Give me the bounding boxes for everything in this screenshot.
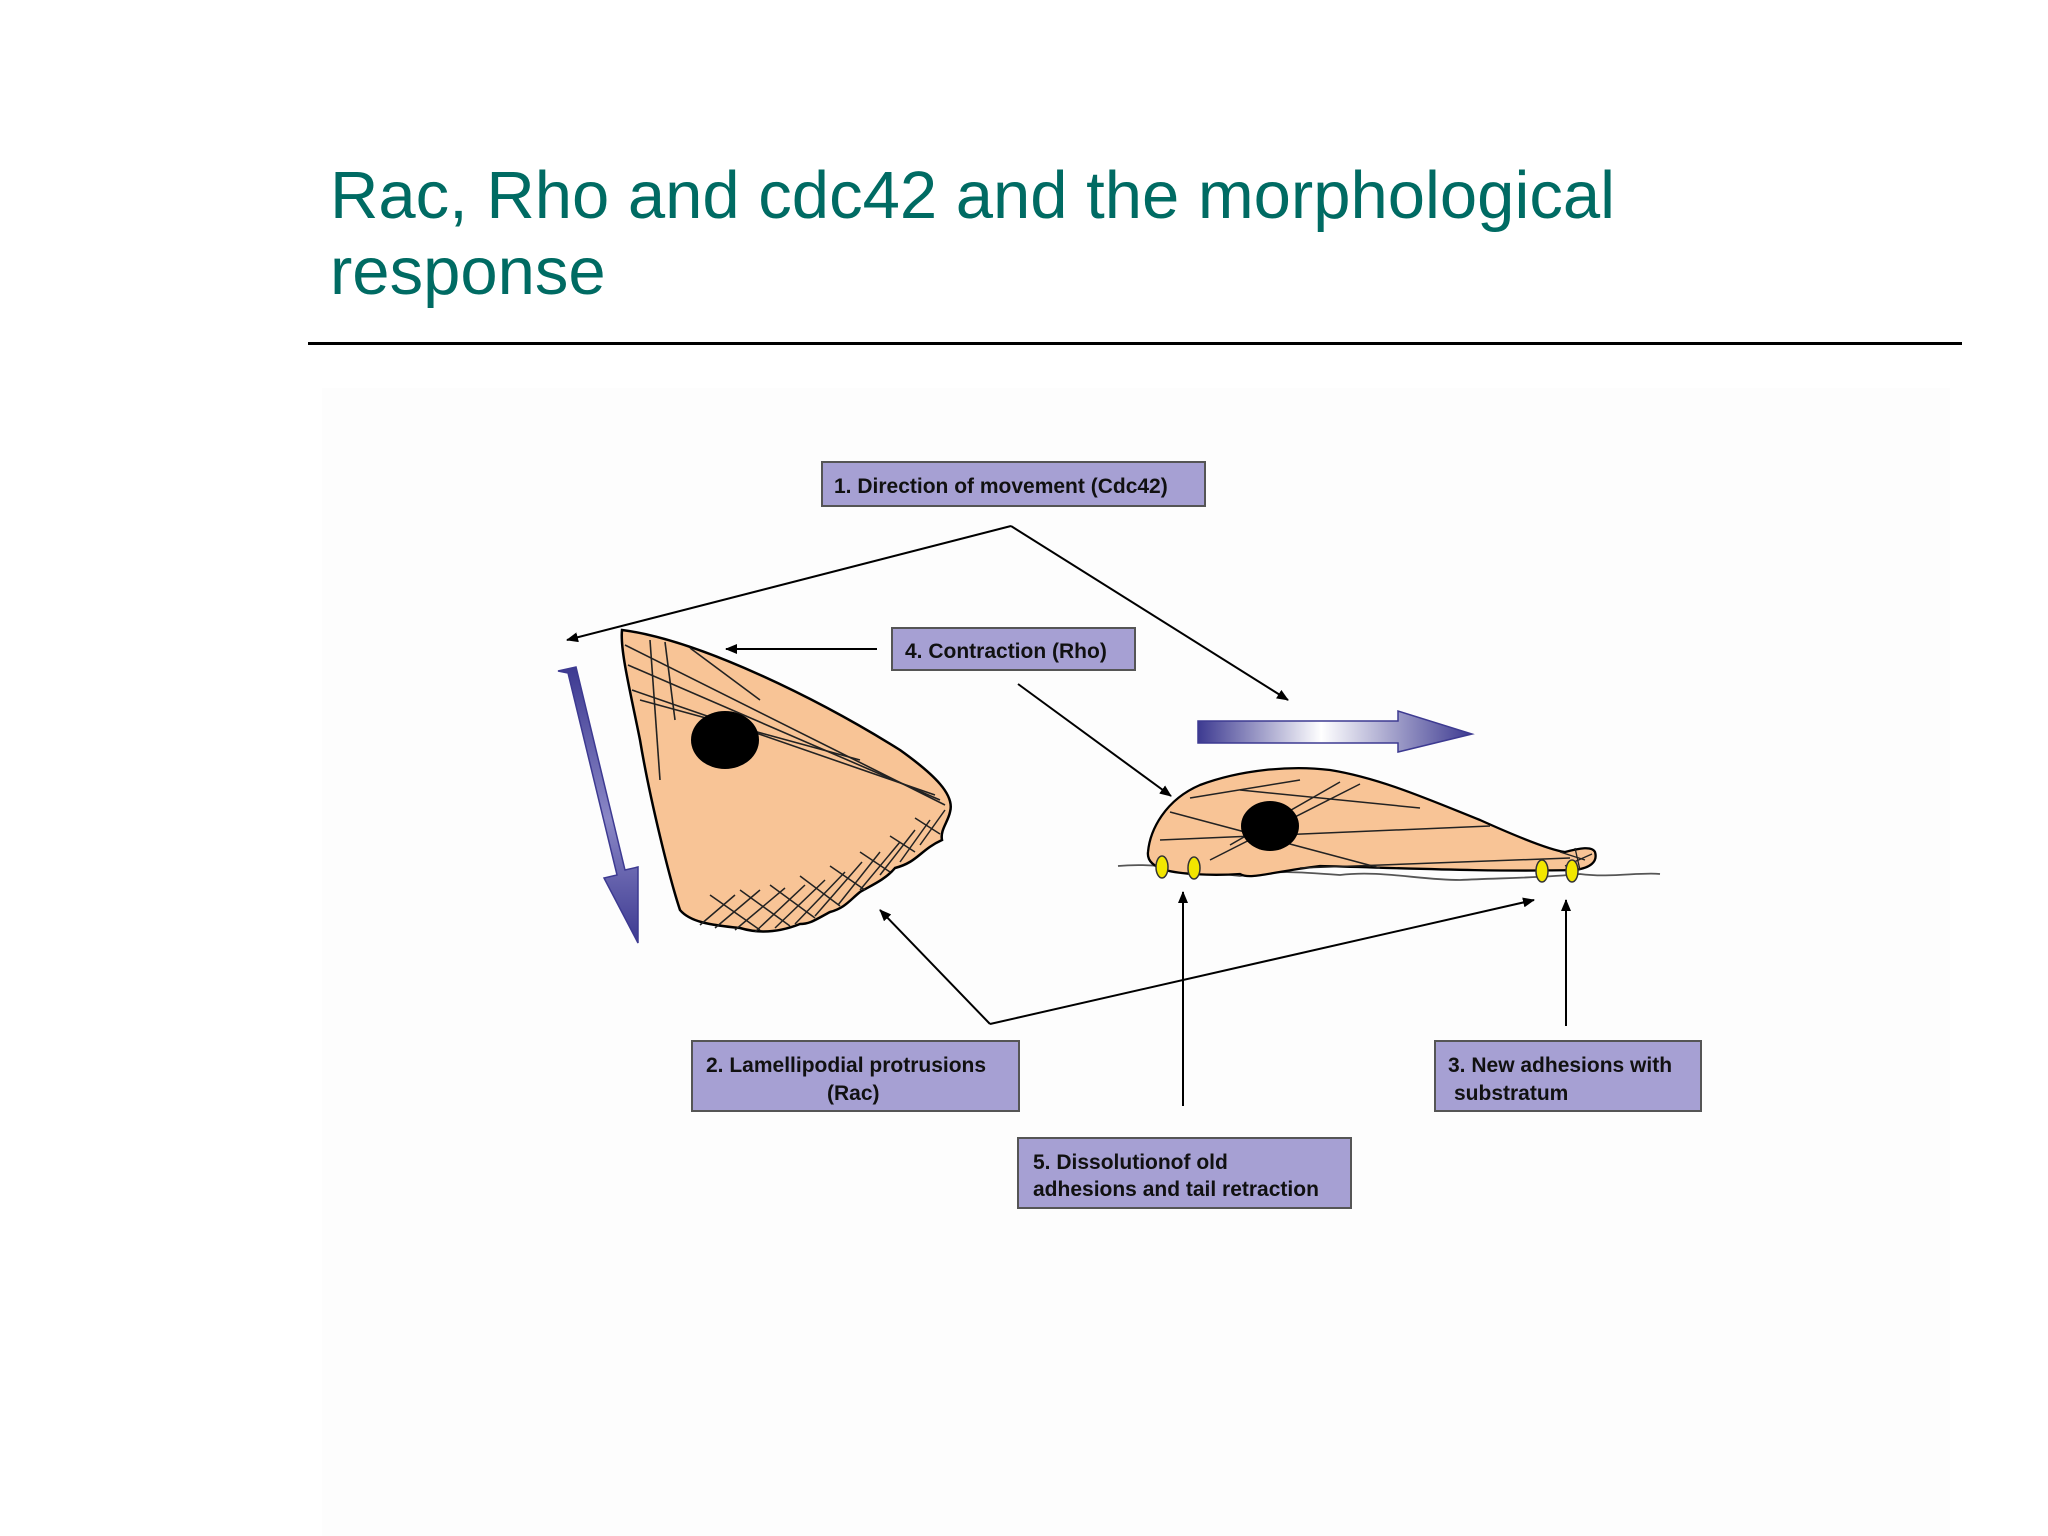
title-divider — [308, 342, 1962, 345]
left-cell — [620, 628, 953, 933]
right-cell — [1117, 766, 1661, 883]
rightward-movement-arrow — [1197, 709, 1475, 753]
left-cell-actin-meshwork — [699, 809, 946, 933]
direction-connector-right — [1010, 525, 1289, 701]
adhesion-rear-2 — [1565, 859, 1579, 883]
left-cell-body — [620, 628, 953, 933]
label-lamellipodial-text-2: (Rac) — [827, 1082, 880, 1105]
label-contraction: 4. Contraction (Rho) — [891, 627, 1136, 671]
label-contraction-text: 4. Contraction (Rho) — [905, 640, 1107, 663]
adhesion-front-1 — [1155, 855, 1169, 879]
right-cell-nucleus — [1241, 801, 1299, 851]
direction-connector-left — [566, 525, 1012, 643]
lamellipodial-connector-right — [989, 897, 1535, 1025]
left-cell-nucleus — [691, 711, 759, 769]
lamellipodial-connector-left — [879, 909, 991, 1025]
adhesion-rear-1 — [1535, 859, 1549, 883]
adhesion-front-2 — [1187, 856, 1201, 880]
slide-title: Rac, Rho and cdc42 and the morphological… — [330, 158, 1830, 310]
figure-panel — [322, 388, 1950, 1536]
slide-title-line-2: response — [330, 234, 606, 309]
downward-movement-arrow — [557, 666, 639, 944]
label-new-adhesions: 3. New adhesions with substratum — [1434, 1040, 1702, 1112]
contraction-connector-right — [1017, 683, 1172, 797]
connector-lines — [566, 525, 1571, 1106]
label-new-adhesions-text-1: 3. New adhesions with — [1448, 1054, 1672, 1077]
label-lamellipodial-protrusions: 2. Lamellipodial protrusions (Rac) — [691, 1040, 1020, 1112]
label-dissolution-text-1: 5. Dissolutionof old — [1033, 1151, 1228, 1174]
label-direction-of-movement: 1. Direction of movement (Cdc42) — [821, 461, 1206, 507]
slide-title-line-1: Rac, Rho and cdc42 and the morphological — [330, 158, 1615, 233]
label-dissolution-text-2: adhesions and tail retraction — [1033, 1178, 1319, 1201]
label-lamellipodial-text-1: 2. Lamellipodial protrusions — [706, 1054, 986, 1077]
label-new-adhesions-text-2: substratum — [1454, 1082, 1568, 1105]
label-direction-text: 1. Direction of movement (Cdc42) — [834, 475, 1168, 498]
label-dissolution: 5. Dissolutionof old adhesions and tail … — [1017, 1137, 1352, 1209]
focal-adhesions — [1155, 855, 1579, 883]
